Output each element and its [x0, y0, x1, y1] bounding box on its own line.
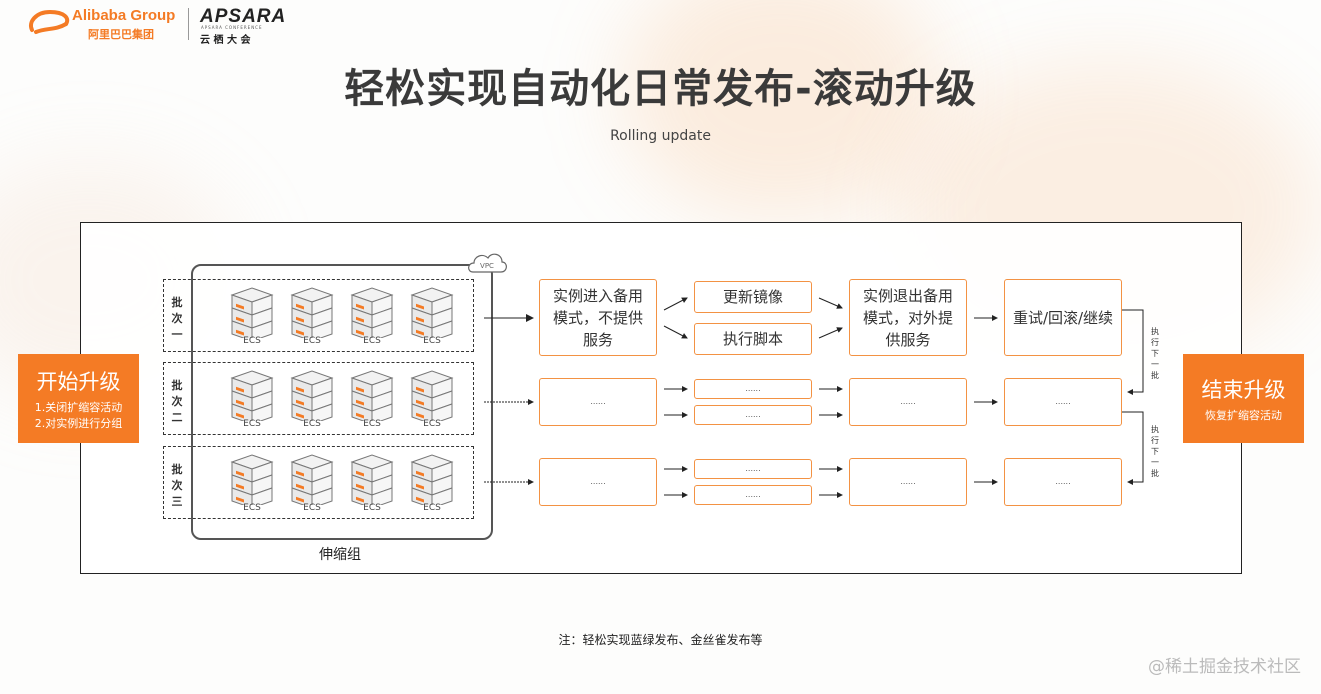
arrow	[818, 327, 843, 339]
ecs-server-icon	[408, 453, 456, 513]
alibaba-logo-cn: 阿里巴巴集团	[88, 28, 154, 41]
placeholder-box: ......	[694, 485, 812, 505]
next-batch-label: 执 行 下 一 批	[1151, 425, 1159, 478]
ecs-label: ECS	[363, 419, 381, 429]
next-batch-arrow	[1122, 411, 1144, 485]
vpc-label: VPC	[480, 262, 494, 270]
ecs-server-icon	[348, 286, 396, 346]
page-title: 轻松实现自动化日常发布-滚动升级	[344, 66, 977, 112]
apsara-logo-text: APSARA	[200, 6, 287, 27]
arrow	[663, 297, 688, 311]
ecs-server-icon	[408, 286, 456, 346]
ecs-label: ECS	[423, 503, 441, 513]
ecs-server-icon	[228, 453, 276, 513]
ecs-label: ECS	[243, 503, 261, 513]
footer-note: 注：轻松实现蓝绿发布、金丝雀发布等	[558, 633, 763, 647]
end-upgrade-title: 结束升级	[1201, 378, 1286, 402]
ecs-label: ECS	[423, 419, 441, 429]
page-subtitle: Rolling update	[610, 128, 711, 144]
ecs-label: ECS	[363, 336, 381, 346]
alibaba-logo-icon	[26, 8, 74, 38]
placeholder-box: ......	[694, 405, 812, 425]
batch-label-3: 批 次 三	[171, 463, 183, 508]
apsara-logo-small: APSARA CONFERENCE	[201, 25, 263, 30]
ecs-server-icon	[288, 286, 336, 346]
arrow	[818, 297, 843, 309]
ecs-server-icon	[408, 369, 456, 429]
ecs-label: ECS	[243, 336, 261, 346]
placeholder-box: ......	[1004, 378, 1122, 426]
batch-row-2	[163, 362, 474, 435]
start-upgrade-step: 1.关闭扩缩容活动	[34, 401, 123, 414]
start-upgrade-step: 2.对实例进行分组	[34, 417, 123, 430]
update-image-box: 更新镜像	[694, 281, 812, 313]
batch-label-2: 批 次 二	[171, 379, 183, 424]
placeholder-box: ......	[849, 458, 967, 506]
ecs-label: ECS	[243, 419, 261, 429]
ecs-server-icon	[228, 286, 276, 346]
ecs-label: ECS	[303, 336, 321, 346]
placeholder-box: ......	[849, 378, 967, 426]
ecs-server-icon	[348, 453, 396, 513]
start-upgrade-box: 开始升级 1.关闭扩缩容活动 2.对实例进行分组	[18, 354, 139, 443]
vpc-cloud-icon	[465, 248, 509, 276]
next-batch-arrow	[1122, 309, 1144, 395]
end-upgrade-box: 结束升级 恢复扩缩容活动	[1183, 354, 1304, 443]
arrow	[663, 325, 688, 339]
batch-row-3	[163, 446, 474, 519]
enter-standby-box: 实例进入备用模式，不提供服务	[539, 279, 657, 356]
exit-standby-box: 实例退出备用模式，对外提供服务	[849, 279, 967, 356]
alibaba-logo-text: Alibaba Group	[72, 7, 176, 24]
retry-rollback-box: 重试/回滚/继续	[1004, 279, 1122, 356]
background-blob	[620, 0, 940, 220]
ecs-label: ECS	[363, 503, 381, 513]
placeholder-box: ......	[1004, 458, 1122, 506]
ecs-server-icon	[348, 369, 396, 429]
ecs-server-icon	[228, 369, 276, 429]
start-upgrade-title: 开始升级	[36, 370, 121, 394]
placeholder-box: ......	[694, 379, 812, 399]
placeholder-box: ......	[694, 459, 812, 479]
scaling-group-label: 伸缩组	[319, 547, 361, 563]
next-batch-label: 执 行 下 一 批	[1151, 327, 1159, 380]
batch-label-1: 批 次 一	[171, 296, 183, 341]
ecs-label: ECS	[303, 419, 321, 429]
ecs-server-icon	[288, 453, 336, 513]
ecs-label: ECS	[303, 503, 321, 513]
ecs-label: ECS	[423, 336, 441, 346]
watermark: @稀土掘金技术社区	[1148, 657, 1301, 677]
logo-divider	[188, 8, 189, 40]
placeholder-box: ......	[539, 458, 657, 506]
placeholder-box: ......	[539, 378, 657, 426]
run-script-box: 执行脚本	[694, 323, 812, 355]
batch-row-1	[163, 279, 474, 352]
apsara-logo-cn: 云 栖 大 会	[200, 35, 251, 46]
ecs-server-icon	[288, 369, 336, 429]
end-upgrade-sub: 恢复扩缩容活动	[1205, 409, 1282, 422]
